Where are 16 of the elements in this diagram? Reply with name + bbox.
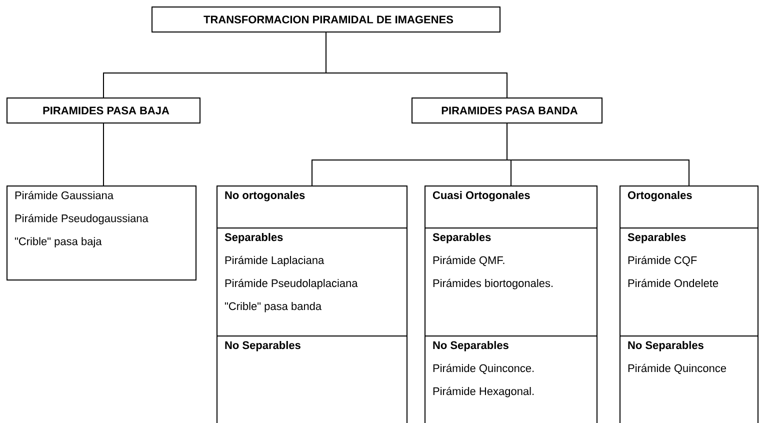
list-box: Pirámide Gaussiana Pirámide Pseudogaussiana "Crible" pasa baja xyxy=(6,186,196,280)
list-cell: Separables Pirámide Laplaciana Pirámide Pseudolaplaciana "Crible" pasa banda xyxy=(216,228,408,336)
header-cell: Ortogonales xyxy=(620,186,758,228)
list-cell: Separables Pirámide QMF. Pirámides biortogonales. xyxy=(424,228,598,336)
header-cell: Cuasi Ortogonales xyxy=(424,186,598,228)
connector-line xyxy=(326,32,508,98)
heading-box: PIRAMIDES PASA BAJA xyxy=(6,98,200,124)
list-cell: Separables Pirámide CQF Pirámide Ondelete xyxy=(620,228,758,336)
connector-line xyxy=(506,122,690,186)
connector-line xyxy=(103,122,104,186)
heading-box: PIRAMIDES PASA BANDA xyxy=(412,98,602,124)
heading-box: TRANSFORMACION PIRAMIDAL DE IMAGENES xyxy=(152,6,500,32)
list-cell: No Separables xyxy=(216,336,408,423)
list-cell: No Separables Pirámide Quinconce. Pirámide Hexagonal. xyxy=(424,336,598,423)
header-cell: No ortogonales xyxy=(216,186,408,228)
list-cell: No Separables Pirámide Quinconce xyxy=(620,336,758,423)
